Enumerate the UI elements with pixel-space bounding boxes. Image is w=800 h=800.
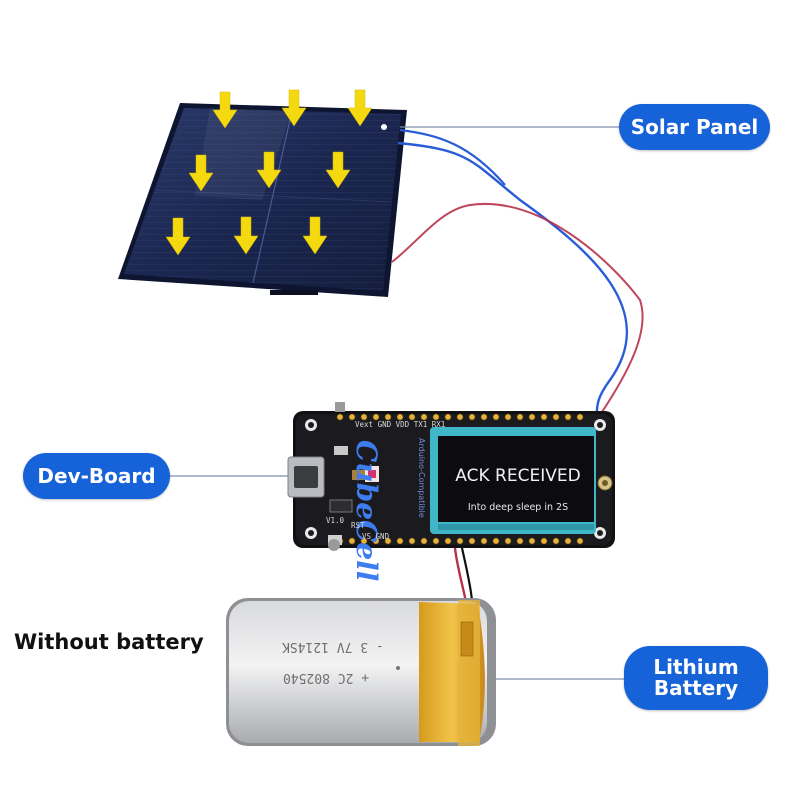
- antenna-connector-icon: [597, 475, 613, 491]
- without-battery-note: Without battery: [14, 630, 204, 654]
- sunlight-arrows: [165, 89, 373, 256]
- battery-print-1: - 3 7V 1214SK: [282, 639, 384, 654]
- oled-display: [430, 427, 596, 534]
- panel-wires: [391, 128, 644, 421]
- dev-board: [287, 402, 615, 551]
- solar-panel-label-text: Solar Panel: [630, 115, 759, 139]
- battery-print-2: + 2C 802540: [283, 670, 370, 685]
- dev-board-label: Dev-Board: [23, 453, 170, 499]
- lithium-label-line1: Lithium: [653, 655, 739, 679]
- solar-panel: [118, 103, 407, 297]
- lithium-battery: [226, 598, 496, 746]
- board-silk-gnd: VS GND: [362, 532, 390, 541]
- oled-line-1: ACK RECEIVED: [455, 466, 581, 486]
- board-silk-rst: RST: [351, 521, 365, 530]
- solar-panel-label: Solar Panel: [619, 104, 770, 150]
- oled-line-2: Into deep sleep in 2S: [467, 502, 569, 513]
- sun-arrow-icon: [212, 91, 238, 129]
- board-silk-version: V1.0: [326, 516, 345, 525]
- dev-board-label-text: Dev-Board: [37, 464, 156, 488]
- lithium-label-line2: Battery: [653, 676, 739, 700]
- board-silk-top: Vext GND VDD TX1 RX1: [355, 420, 446, 429]
- lithium-battery-label: Lithium Battery: [624, 646, 768, 710]
- usb-port-icon: [287, 456, 325, 498]
- board-silk-vertical: Arduino-Compatible: [417, 438, 426, 518]
- board-brand: CubeCell: [350, 440, 383, 582]
